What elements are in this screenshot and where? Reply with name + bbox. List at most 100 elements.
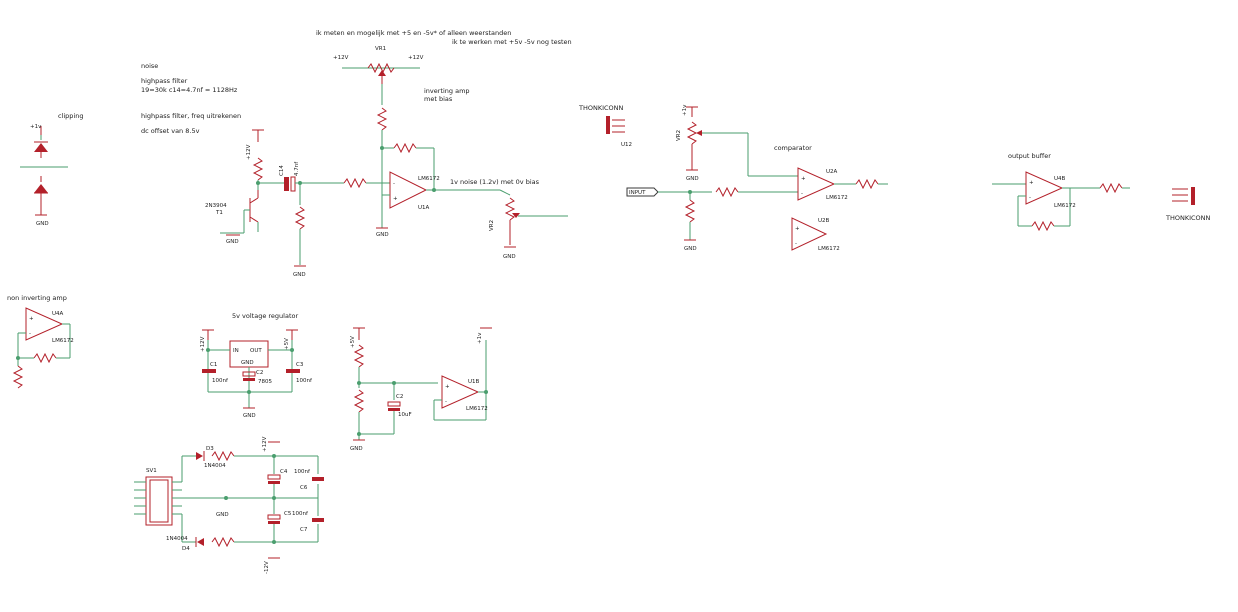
- gnd-label-hp: GND: [293, 272, 306, 278]
- vr2-potentiometer: VR2 GND: [489, 189, 568, 260]
- opamp-u2a: + - U2A LM6172: [797, 167, 888, 201]
- opamp-u1b: + - +1v U1B LM6172: [433, 327, 492, 421]
- diode-d4: 1N4004 D4 -12V: [166, 536, 318, 574]
- zener-diode-bottom: [34, 184, 48, 193]
- reg-gnd: GND: [241, 360, 254, 366]
- gnd-label-sv1: GND: [216, 512, 229, 518]
- reg-in: IN: [233, 348, 239, 354]
- note-output-buffer: output buffer: [1008, 152, 1051, 160]
- svg-text:+: +: [29, 316, 34, 322]
- svg-text:-: -: [29, 331, 31, 337]
- p12-label-vr1b: +12V: [408, 55, 424, 61]
- vr2-ref: VR2: [489, 220, 495, 231]
- note-clipping: clipping: [58, 112, 84, 120]
- input-label: INPUT: [629, 190, 646, 196]
- n12-label-pwr: -12V: [264, 561, 270, 574]
- c2b-value: 10uF: [398, 412, 412, 418]
- note-top1: ik meten en mogelijk met +5 en -5v* of a…: [316, 29, 511, 37]
- d3-ref: D3: [206, 446, 214, 452]
- note-top2: ik te werken met +5v -5v nog testen: [452, 38, 572, 46]
- thonkiconn-input: THONKICONN U12: [578, 104, 632, 148]
- u2a-part: LM6172: [826, 195, 848, 201]
- svg-text:-: -: [393, 181, 395, 187]
- c2b-ref: C2: [396, 394, 403, 400]
- thonkiconn-output: THONKICONN: [1165, 187, 1211, 222]
- c3-value: 100nf: [296, 378, 313, 384]
- p5-label-reg: +5V: [284, 338, 290, 350]
- p12-label-pwr: +12V: [262, 436, 268, 452]
- svg-text:-: -: [795, 241, 797, 247]
- opamp-u4a: + - U4A LM6172: [12, 307, 74, 389]
- opamp-u2b: + - U2B LM6172: [791, 217, 840, 252]
- note-highpass3: highpass filter, freq uitrekenen: [141, 112, 241, 120]
- opamp-u4b: + - U4B LM6172: [992, 171, 1130, 232]
- gnd-label-t1: GND: [226, 239, 239, 245]
- u2b-part: LM6172: [818, 246, 840, 252]
- c14-value: 4.7nf: [294, 161, 300, 176]
- svg-text:-: -: [445, 399, 447, 405]
- note-comparator: comparator: [774, 144, 812, 152]
- u1b-ref: U1B: [468, 379, 480, 385]
- diode-d3: D3 1N4004 +12V: [182, 436, 318, 469]
- gnd-label-vr2: GND: [503, 254, 516, 260]
- vr2b-ref: VR2: [676, 130, 682, 141]
- c1-ref: C1: [210, 362, 217, 368]
- opamp-u1a: - + GND LM6172 U1A: [376, 142, 500, 238]
- input-net-label: INPUT: [626, 187, 659, 197]
- power-header-sv1: SV1 GND: [134, 456, 318, 542]
- d4-ref: D4: [182, 546, 190, 552]
- p1v-label-u1b: +1v: [477, 332, 483, 344]
- p5-label-bias: +5V: [350, 336, 356, 348]
- gnd-label-comp1: GND: [684, 246, 697, 252]
- u2b-ref: U2B: [818, 218, 830, 224]
- gnd-label-u1a: GND: [376, 232, 389, 238]
- sv1-ref: SV1: [146, 468, 157, 474]
- u1b-part: LM6172: [466, 406, 488, 412]
- c6-ref: C6: [300, 485, 308, 491]
- u4a-part: LM6172: [52, 338, 74, 344]
- c3-ref: C3: [296, 362, 304, 368]
- note-inverting2: met bias: [424, 95, 453, 103]
- gnd-label-reg: GND: [243, 413, 256, 419]
- svg-text:-: -: [801, 191, 803, 197]
- d3-part: 1N4004: [204, 463, 226, 469]
- zener-diode-top: [34, 143, 48, 152]
- p12-label-vr1a: +12V: [333, 55, 349, 61]
- reg-part: 7805: [258, 379, 272, 385]
- note-inverting1: inverting amp: [424, 87, 470, 95]
- c14-capacitor: C14 4.7nf: [279, 161, 344, 192]
- note-regulator: 5v voltage regulator: [232, 312, 298, 320]
- reg-out: OUT: [250, 348, 262, 354]
- u12-label: U12: [621, 142, 632, 148]
- highpass-resistor: GND: [293, 183, 306, 278]
- gnd-label-bias: GND: [350, 446, 363, 452]
- resistor-noise-top: [252, 157, 264, 181]
- c4-ref: C4: [280, 469, 288, 475]
- c1-value: 100nf: [212, 378, 229, 384]
- c4-value: 100nf: [294, 469, 311, 475]
- voltage-regulator: IN OUT GND 7805 GND C1 100nf C3 100nf C2…: [200, 329, 313, 419]
- resistor-comp-bias: [684, 199, 696, 223]
- u1a-ref: U1A: [418, 205, 430, 211]
- note-highpass1: highpass filter: [141, 77, 188, 85]
- clipping-circuit: GND +1v: [20, 124, 68, 227]
- svg-text:+: +: [801, 176, 806, 182]
- c2-ref: C2: [256, 370, 263, 376]
- power-caps: C4 100nf C6 C5 100nf C7: [267, 456, 324, 542]
- u4a-ref: U4A: [52, 311, 64, 317]
- p12-label-noise: +12V: [246, 144, 252, 160]
- t1-part: 2N3904: [205, 203, 227, 209]
- svg-text:+: +: [1029, 180, 1034, 186]
- thonk2-label: THONKICONN: [1165, 214, 1211, 222]
- u2a-ref: U2A: [826, 169, 838, 175]
- u1a-part: LM6172: [418, 176, 440, 182]
- noise-transistor-circuit: +12V 2N3904 T1 GND: [205, 129, 286, 245]
- c7-ref: C7: [300, 527, 308, 533]
- svg-text:-: -: [1029, 195, 1031, 201]
- gnd-label-comp2: GND: [686, 176, 699, 182]
- note-highpass2: 19=30k c14=4.7nf = 1128Hz: [141, 86, 238, 94]
- c5-ref: C5: [284, 511, 292, 517]
- gnd-label-clip: GND: [36, 221, 49, 227]
- vr1-ref: VR1: [375, 46, 386, 52]
